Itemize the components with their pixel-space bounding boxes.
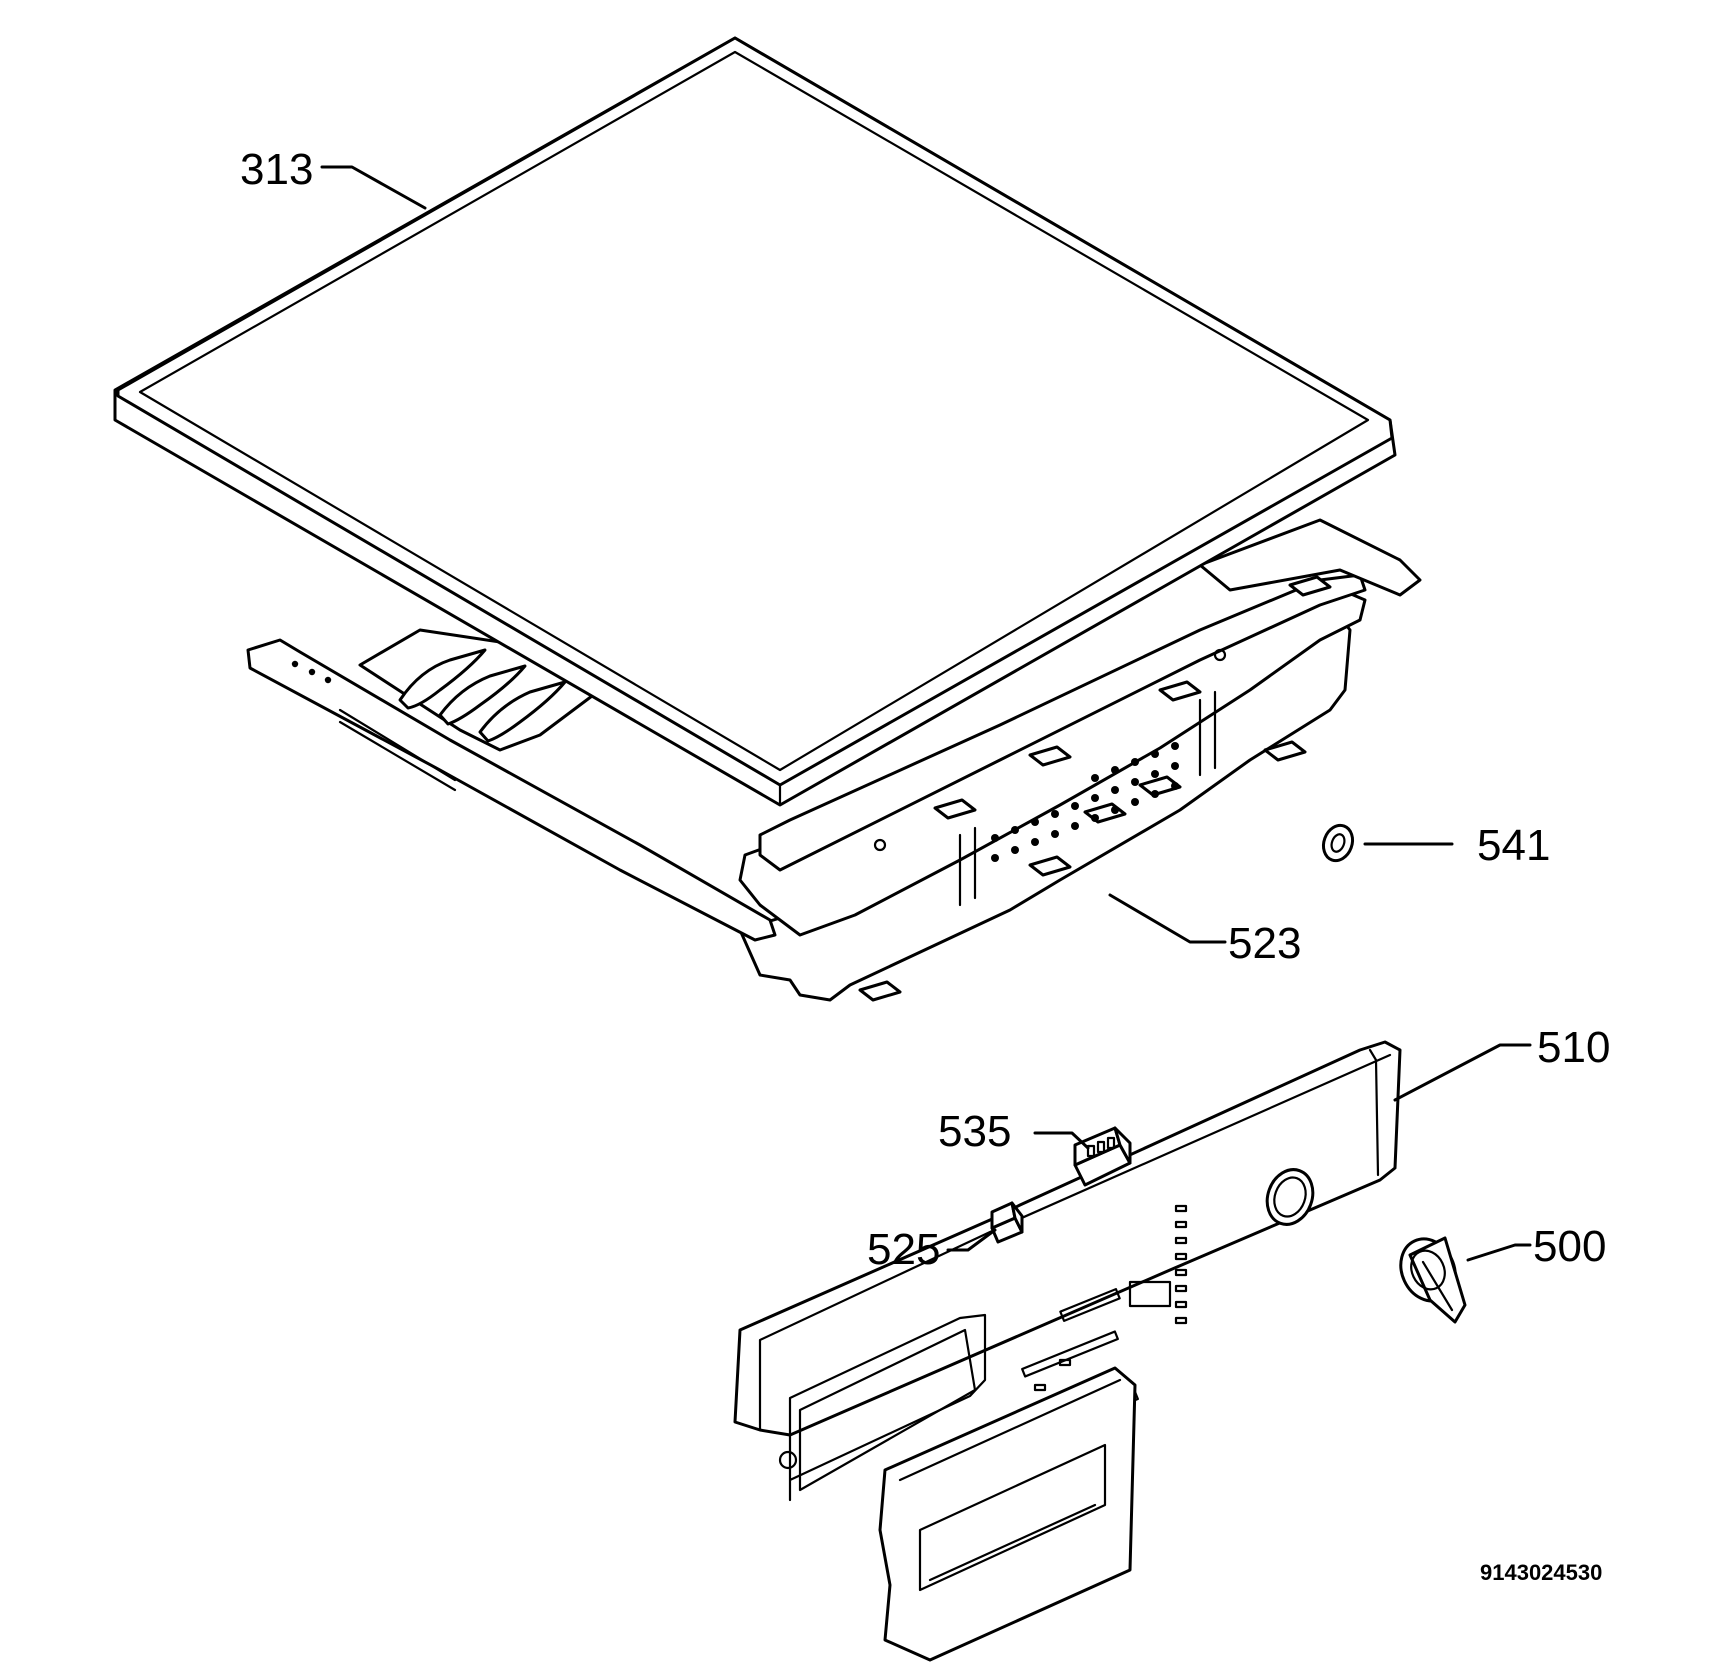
callout-541: 541 — [1477, 821, 1550, 870]
drawer-front-part — [878, 1366, 1137, 1662]
rail-slots — [858, 575, 1332, 1002]
callout-535: 535 — [938, 1107, 1011, 1156]
leader-lines — [320, 165, 1532, 1262]
control-bracket-part — [246, 518, 1422, 1002]
reference-code: 9143024530 — [1480, 1560, 1602, 1585]
callout-510: 510 — [1537, 1023, 1610, 1072]
callout-313: 313 — [240, 145, 313, 194]
vent-holes — [991, 742, 1179, 862]
worktop-lid-part — [113, 36, 1397, 807]
callout-525: 525 — [867, 1225, 940, 1274]
callout-523: 523 — [1228, 919, 1301, 968]
callout-500: 500 — [1533, 1222, 1606, 1271]
switch-535-part — [1073, 1126, 1132, 1187]
switch-525-part — [990, 1201, 1024, 1244]
bushing-part — [1321, 823, 1355, 863]
control-panel-part — [733, 1040, 1402, 1502]
knob-part — [1399, 1236, 1467, 1324]
